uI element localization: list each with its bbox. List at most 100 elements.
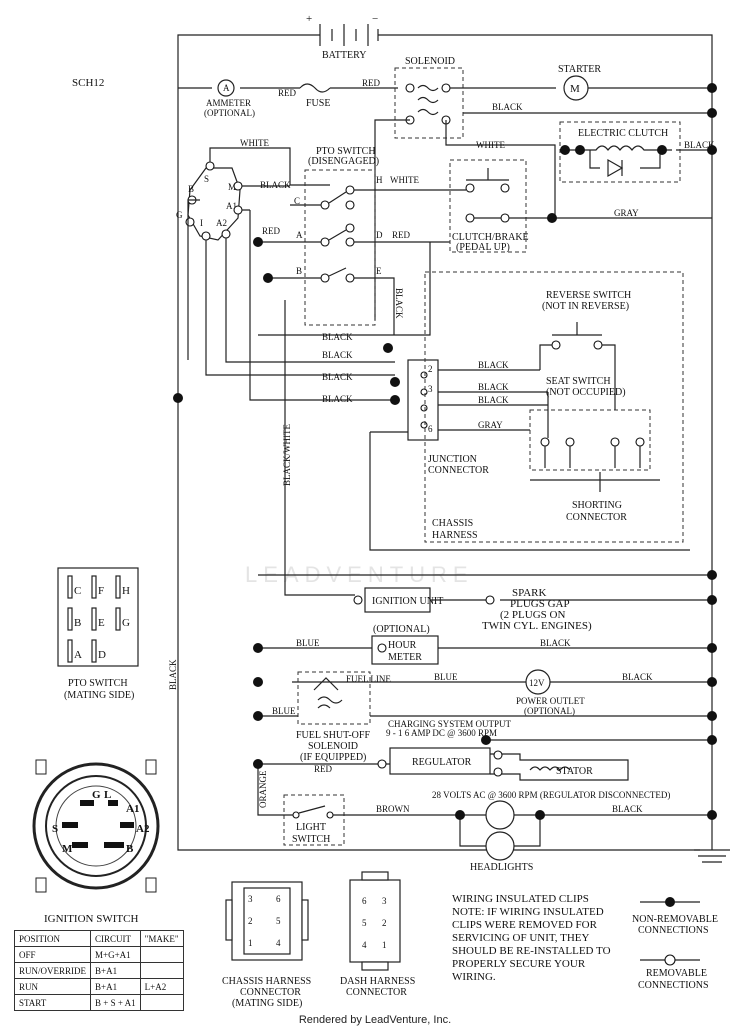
table-cell: RUN/OVERRIDE — [14, 962, 91, 979]
pto-pin-g: G — [122, 617, 130, 629]
legend-nonremovable-2: CONNECTIONS — [638, 925, 709, 936]
ign-pin-b: B — [126, 843, 134, 855]
wire-label-red-a: RED — [262, 226, 281, 236]
table-row: RUN/OVERRIDE B+A1 — [14, 962, 184, 979]
wire-label-black-left: BLACK — [168, 659, 178, 690]
ign-pin-s: S — [52, 823, 58, 835]
light-switch-box — [283, 794, 345, 846]
junction-label-2: CONNECTOR — [428, 465, 489, 476]
ign-terminal-m: M — [228, 182, 236, 192]
chassis-pin-6: 6 — [276, 894, 281, 904]
table-row: OFF M+G+A1 — [14, 946, 184, 963]
table-cell: OFF — [14, 946, 91, 963]
wire-label-black-w2: BLACK — [322, 372, 353, 382]
hour-meter-label-1: HOUR — [388, 640, 417, 651]
clutch-brake-box — [449, 159, 527, 253]
pto-mating-label-2: (MATING SIDE) — [64, 690, 134, 701]
table-cell: L+A2 — [139, 978, 184, 995]
chassis-pin-1: 1 — [248, 938, 253, 948]
charging-label-2: 9 - 1 6 AMP DC @ 3600 RPM — [386, 728, 497, 738]
junction-pin-6: 6 — [428, 424, 433, 434]
ign-terminal-b: B — [188, 184, 194, 194]
ign-pin-l: L — [104, 789, 111, 801]
spark-label-4: TWIN CYL. ENGINES) — [482, 620, 592, 632]
wire-label-black-j2: BLACK — [478, 360, 509, 370]
electric-clutch-label: ELECTRIC CLUTCH — [578, 128, 668, 139]
table-header-position: POSITION — [14, 930, 91, 947]
chassis-conn-label-1: CHASSIS HARNESS — [222, 976, 311, 987]
stator-label: STATOR — [556, 766, 593, 777]
ignition-unit-label: IGNITION UNIT — [372, 596, 443, 607]
legend-removable-2: CONNECTIONS — [638, 980, 709, 991]
ignition-switch-title: IGNITION SWITCH — [44, 913, 138, 925]
chassis-conn-label-3: (MATING SIDE) — [232, 998, 302, 1009]
chassis-harness-box — [424, 271, 684, 543]
wire-label-black-j3: BLACK — [478, 382, 509, 392]
chassis-harness-label-1: CHASSIS — [432, 518, 473, 529]
pto-switch-box — [304, 169, 376, 326]
regulator — [389, 747, 491, 775]
wire-label-blue-hour: BLUE — [296, 638, 320, 648]
ammeter-symbol — [217, 79, 235, 97]
note-line-3: CLIPS WERE REMOVED FOR — [452, 919, 598, 931]
ign-pin-m: M — [62, 843, 73, 855]
fuel-solenoid-box — [297, 671, 371, 725]
wire-label-black-ign: BLACK — [260, 180, 291, 190]
ground-symbol — [694, 845, 730, 863]
chassis-conn-label-2: CONNECTOR — [240, 987, 301, 998]
table-cell — [139, 946, 184, 963]
legend-removable-ring — [664, 954, 676, 966]
wire-label-gray-clutch: GRAY — [614, 208, 639, 218]
ign-terminal-s: S — [204, 174, 209, 184]
chassis-pin-3: 3 — [248, 894, 253, 904]
table-row: RUN B+A1 L+A2 — [14, 978, 184, 995]
junction-dots — [173, 83, 717, 820]
ammeter-letter: A — [223, 83, 230, 93]
battery-symbol — [319, 24, 379, 46]
ign-terminal-a1: A1 — [226, 201, 237, 211]
note-line-7: WIRING. — [452, 971, 496, 983]
headlight-1 — [485, 800, 515, 830]
fuse-symbol — [299, 83, 331, 93]
note-line-6: PROPERLY SECURE YOUR — [452, 958, 586, 970]
ammeter-note: (OPTIONAL) — [204, 108, 255, 118]
starter-motor — [563, 75, 589, 101]
regulator-label: REGULATOR — [412, 757, 472, 768]
pto-pin-b: B — [74, 617, 81, 629]
spark-label-1: SPARK — [512, 587, 547, 599]
light-switch-label-1: LIGHT — [296, 822, 326, 833]
clutch-brake-state: (PEDAL UP) — [456, 242, 510, 253]
wire-label-white-ign: WHITE — [240, 138, 269, 148]
light-switch-label-2: SWITCH — [292, 834, 330, 845]
table-cell: B+A1 — [90, 978, 141, 995]
hour-meter-label-2: METER — [388, 652, 422, 663]
pto-pin-d: D — [98, 649, 106, 661]
ignition-switch-face — [32, 759, 160, 893]
spark-label-2: PLUGS GAP — [510, 598, 570, 610]
wire-label-black-pto: BLACK — [394, 288, 404, 319]
ign-pin-g: G — [92, 789, 101, 801]
fuel-line-label: FUEL LINE — [346, 674, 391, 684]
legend-nonremovable-1: NON-REMOVABLE — [632, 914, 718, 925]
table-header-circuit: CIRCUIT — [90, 930, 141, 947]
wire-label-gray-j6: GRAY — [478, 420, 503, 430]
junction-label-1: JUNCTION — [428, 454, 477, 465]
dash-harness-connector — [349, 871, 401, 971]
legend-nonremovable-dot — [665, 897, 675, 907]
table-cell — [139, 962, 184, 979]
dash-pin-1: 1 — [382, 940, 387, 950]
table-header-make: "MAKE" — [139, 930, 184, 947]
table-cell: B+A1 — [90, 962, 141, 979]
table-cell — [139, 994, 184, 1011]
note-line-2: NOTE: IF WIRING INSULATED — [452, 906, 604, 918]
ign-terminal-i: I — [200, 218, 203, 228]
power-outlet-label-2: (OPTIONAL) — [524, 706, 575, 716]
table-cell: START — [14, 994, 91, 1011]
wire-label-black-w1: BLACK — [322, 350, 353, 360]
pto-pin-c: C — [74, 585, 81, 597]
volts-note: 28 VOLTS AC @ 3600 RPM (REGULATOR DISCON… — [432, 790, 670, 800]
shorting-label-1: SHORTING — [572, 500, 622, 511]
ignition-switch-table: POSITION CIRCUIT "MAKE" OFF M+G+A1 RUN/O… — [14, 930, 184, 1011]
wire-label-red-pto: RED — [392, 230, 411, 240]
